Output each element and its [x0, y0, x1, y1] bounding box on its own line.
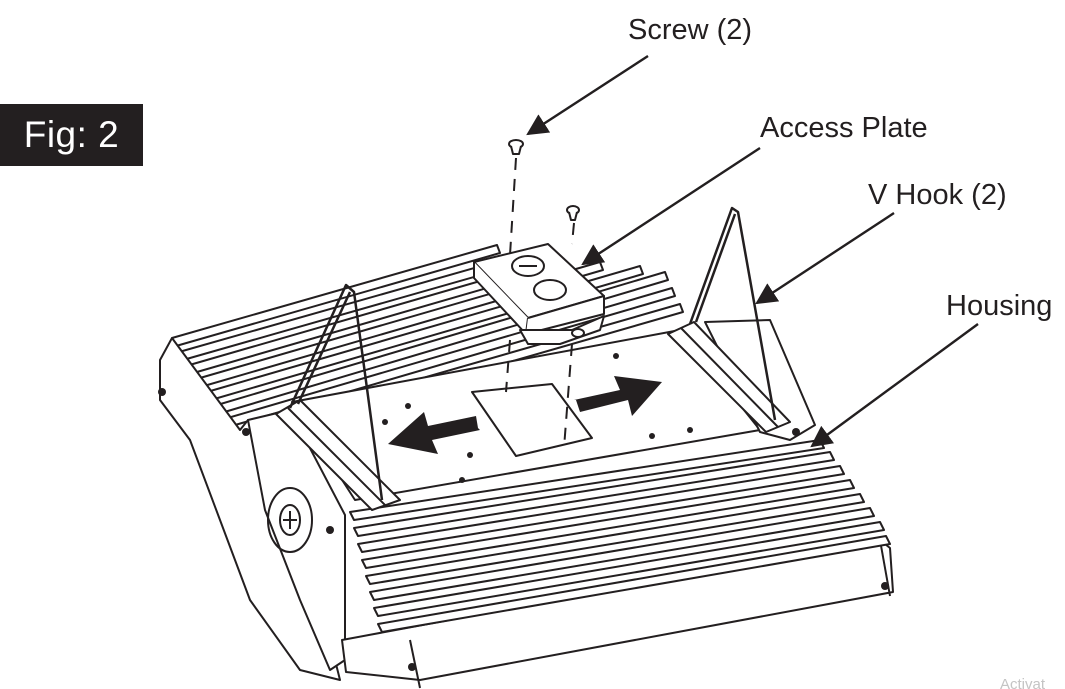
access-plate-callout-label: Access Plate	[760, 112, 928, 144]
right-mounting-rail	[667, 321, 791, 433]
activation-watermark: Activat	[1000, 676, 1046, 689]
callout-leaders	[526, 54, 979, 448]
screw-callout-label: Screw (2)	[628, 14, 753, 46]
screw-lower	[566, 205, 580, 221]
end-cap-bolt	[267, 487, 313, 553]
front-heatsink-fins	[349, 439, 891, 633]
screw-alignment-lines	[505, 157, 575, 449]
slide-left-arrow	[388, 412, 480, 454]
slide-right-arrow	[574, 376, 662, 416]
housing-callout-label: Housing	[946, 290, 1053, 322]
left-v-hook	[288, 283, 384, 501]
screw-top	[508, 139, 524, 155]
housing-holes	[158, 353, 889, 671]
slide-arrows	[388, 376, 662, 454]
figure-number-badge: Fig: 2	[0, 104, 143, 166]
right-v-hook	[688, 206, 777, 421]
center-opening	[471, 383, 593, 457]
v-hook-callout-label: V Hook (2)	[868, 179, 1007, 211]
access-plate	[473, 243, 605, 345]
